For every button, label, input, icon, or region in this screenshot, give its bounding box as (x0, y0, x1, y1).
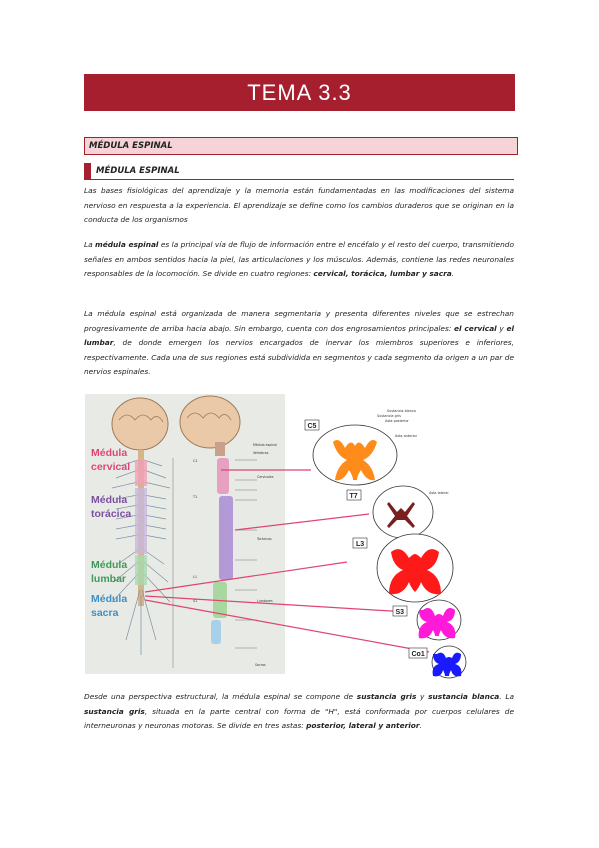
brainstem-icon (215, 442, 225, 456)
arrow-t7 (234, 513, 370, 531)
s3-label-box (392, 605, 408, 617)
text-run: , situada en la parte central con forma … (84, 706, 515, 731)
chapter-banner: TEMA 3.3 (84, 74, 515, 111)
section-s3-grey-matter (418, 608, 456, 639)
cervical-highlight (135, 460, 147, 486)
text-run: , de donde emergen los nervios encargado… (84, 338, 514, 376)
label-vertebras: Vértebras (253, 451, 269, 455)
bold-term: cervical, torácica, lumbar y sacra (313, 269, 452, 278)
text-run: . La (499, 692, 514, 701)
arrow-co1 (144, 599, 430, 653)
section-title: MÉDULA ESPINAL (89, 141, 173, 151)
section-t7-grey-matter (387, 502, 415, 528)
section-l3-label: L3 (356, 541, 364, 548)
label-cervicales: Cervicales (257, 475, 274, 479)
t7-label-box (346, 489, 362, 501)
vertebral-column (211, 458, 233, 644)
paragraph-segments: La médula espinal está organizada de man… (84, 307, 514, 380)
region-thoracic-line1: Médula (91, 494, 127, 506)
region-sacral-line1: Médula (91, 593, 127, 605)
bold-term: médula espinal (95, 240, 159, 249)
region-cervical-line1: Médula (91, 447, 127, 459)
paragraph-intro: Las bases fisiológicas del aprendizaje y… (84, 184, 514, 228)
subsection-title: MÉDULA ESPINAL (96, 166, 180, 176)
bold-term: sustancia blanca (428, 692, 500, 701)
region-lumbar-line2: lumbar (91, 573, 126, 585)
c5-annotation-anterior: Asta anterior (395, 434, 418, 438)
c5-annotation-posterior: Asta posterior (385, 419, 409, 423)
bold-term: sustancia gris (84, 706, 145, 716)
section-t7-label: T7 (350, 493, 358, 500)
code-c1: C1 (193, 459, 198, 463)
text-run: . (419, 721, 422, 730)
bold-term: posterior, lateral y anterior (306, 721, 420, 730)
section-s3-label: S3 (396, 609, 405, 616)
bold-term: el cervical (453, 323, 497, 333)
arrow-l3 (144, 561, 348, 593)
text-run: La (84, 240, 96, 249)
c5-annotation-white: Sustancia blanca (387, 409, 416, 413)
bold-term: el lumbar (84, 323, 514, 348)
c5-label-box (304, 419, 320, 431)
label-toracicas: Torácicas (256, 537, 272, 541)
co1-label-box (408, 647, 428, 659)
paragraph-intro-text: Las bases fisiológicas del aprendizaje y… (84, 186, 514, 224)
brain-side-folds (186, 412, 232, 421)
label-lumbares: Lumbares (257, 599, 273, 603)
heading-accent-bar (84, 163, 91, 179)
lumbar-highlight (135, 555, 147, 585)
region-sacral-line2: sacra (91, 607, 119, 619)
bold-term: sustancia gris (356, 692, 417, 701)
section-heading: MÉDULA ESPINAL (84, 137, 518, 155)
text-run: y (496, 323, 507, 333)
section-co1-label: Co1 (412, 651, 425, 658)
label-medula-espinal: Médula espinal (253, 443, 277, 447)
brain-front-icon (111, 397, 169, 451)
code-s1: S1 (193, 599, 197, 603)
text-run: . (451, 269, 455, 278)
paragraph-structure: Desde una perspectiva estructural, la mé… (84, 690, 514, 734)
region-lumbar-line1: Médula (91, 559, 127, 571)
region-thoracic-line2: torácica (91, 508, 131, 520)
code-t1: T1 (192, 495, 197, 499)
region-cervical-line2: cervical (91, 461, 130, 473)
section-c5-grey-matter (333, 440, 377, 481)
pointer-arrows (144, 469, 430, 653)
c5-annotation-grey: Sustancia gris (377, 414, 401, 418)
code-l1: L1 (193, 575, 197, 579)
text-run: y (416, 692, 429, 701)
text-run: es la principal vía de flujo de informac… (84, 240, 514, 278)
label-sacras: Sacras (255, 663, 266, 667)
subsection-heading: MÉDULA ESPINAL (84, 163, 514, 180)
chapter-title: TEMA 3.3 (247, 79, 352, 105)
section-l3-grey-matter (389, 549, 441, 595)
brain-front-folds (118, 414, 164, 423)
thoracic-highlight (135, 488, 147, 554)
l3-label-box (352, 537, 368, 549)
t7-annotation-lateral: Asta lateral (429, 491, 448, 495)
text-run: Desde una perspectiva estructural, la mé… (84, 692, 357, 701)
paragraph-definition: La médula espinal es la principal vía de… (84, 238, 514, 282)
text-run: La médula espinal está organizada de man… (84, 309, 514, 333)
brain-side-icon (179, 395, 241, 449)
nerve-branches (111, 459, 171, 655)
section-co1-grey-matter (432, 652, 462, 677)
section-c5-label: C5 (308, 423, 317, 430)
arrow-s3 (144, 595, 408, 613)
spinal-cord-figure: Médula espinal Vértebras Cervicales Torá… (85, 394, 467, 679)
